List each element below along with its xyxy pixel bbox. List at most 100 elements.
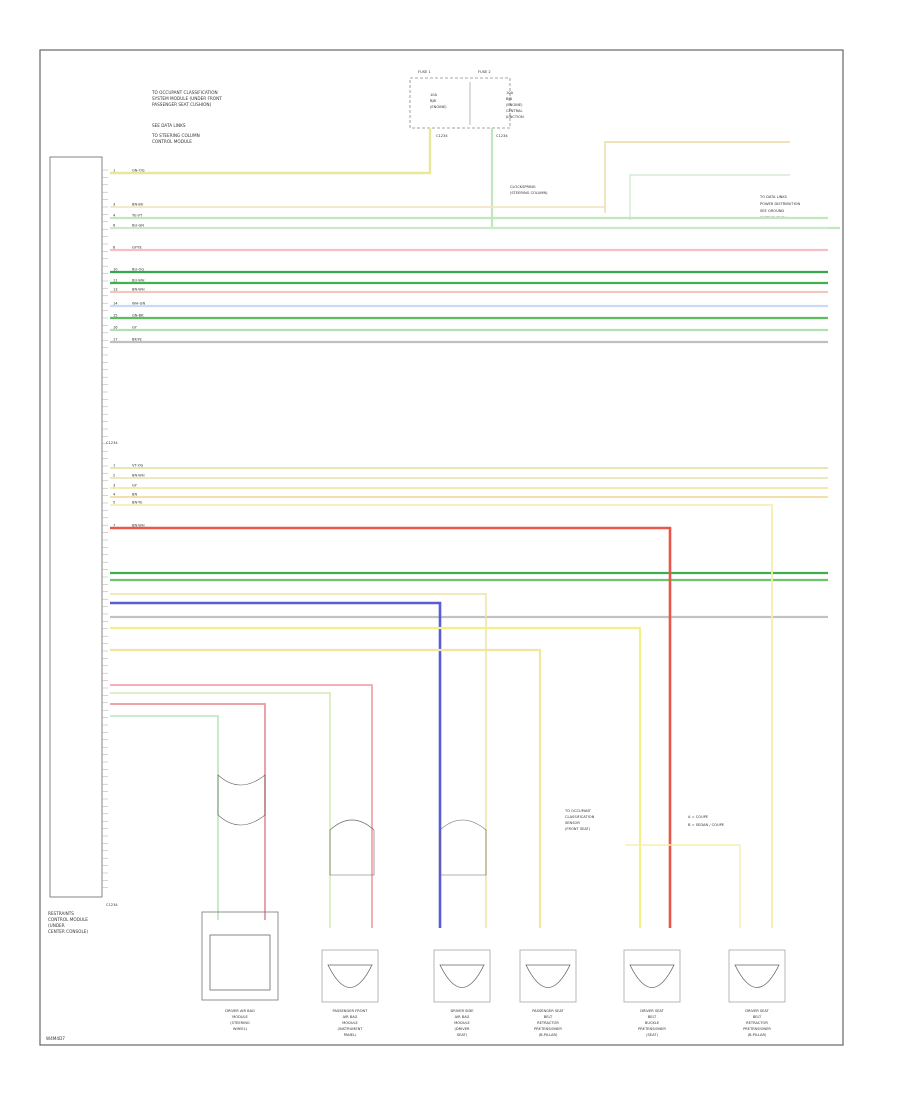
component-housing [433, 949, 491, 1003]
fuse-left-line: 10A [430, 93, 438, 97]
module-pin-ticks [102, 169, 108, 889]
component-label: DRIVER AIR BAG [225, 1009, 255, 1013]
right-side-label: POWER DISTRIBUTION [760, 202, 800, 206]
legend-line: B = SEDAN / COUPE [688, 823, 725, 827]
component-label: BUCKLE [645, 1021, 660, 1025]
wire-code-label: BN-WH [132, 288, 145, 292]
fuse-left-title: FUSE 1 [418, 70, 431, 74]
component-label: RETRACTOR [537, 1021, 559, 1025]
component-housing [321, 949, 379, 1003]
top-left-note: TO OCCUPANT CLASSIFICATION SYSTEM MODULE… [151, 90, 222, 144]
component-label: AIR BAG [343, 1015, 358, 1019]
note-line: CONTROL MODULE [152, 139, 192, 144]
component-c4: PASSENGER SEAT BELT RETRACTOR PRETENSIONER (… [519, 949, 577, 1037]
wire-pin-label: 16 [113, 326, 118, 330]
module-bottom-pin: C1234 [106, 903, 118, 907]
module-label-line: CENTER CONSOLE) [48, 929, 88, 934]
component-label: DRIVER SIDE [450, 1009, 474, 1013]
note-line: SYSTEM MODULE (UNDER FRONT [152, 96, 222, 101]
middle-note-line: CLASSIFICATION [565, 815, 595, 819]
component-label: BELT [648, 1015, 657, 1019]
component-label: MODULE [232, 1015, 248, 1019]
fuse-connector: C1234 [496, 134, 508, 138]
component-label: PASSENGER FRONT [333, 1009, 369, 1013]
wire-to-component [110, 684, 373, 928]
component-label: BELT [544, 1015, 553, 1019]
wire-pin-label: 11 [113, 279, 118, 283]
power-distribution-wire [604, 141, 790, 205]
wire-to-component [110, 504, 773, 928]
module-label-line: (UNDER [48, 923, 65, 928]
component-housing [201, 911, 279, 1001]
fuse-right-line: JUNCTION [505, 115, 524, 119]
component-body [629, 964, 675, 988]
component-body [734, 964, 780, 988]
note-line: TO OCCUPANT CLASSIFICATION [151, 90, 218, 95]
right-side-labels: TO DATA LINKS POWER DISTRIBUTION SEE GRO… [759, 195, 800, 220]
wire-pin-label: 15 [113, 314, 118, 318]
component-body [327, 964, 373, 988]
fuse-right-line: (ENGINE) [506, 103, 523, 107]
wire-code-label: BN-WH [132, 524, 145, 528]
wire-code-label: BU-OG [132, 268, 144, 272]
component-label: (STEERING [230, 1021, 250, 1025]
fuse-left-line: (ENGINE) [430, 105, 447, 109]
clockspring-coil [329, 819, 375, 876]
component-label: (INSTRUMENT [337, 1027, 363, 1031]
wire-pin-label: 8 [113, 246, 116, 250]
fuse-left-line: BJB [430, 99, 437, 103]
clockspring-coil [439, 819, 487, 876]
component-label: PANEL) [344, 1033, 357, 1037]
middle-note-line: TO OCCUPANT [564, 809, 592, 813]
component-housing [623, 949, 681, 1003]
wire-pin-label: 1 [113, 464, 115, 468]
component-label: DRIVER SEAT [745, 1009, 769, 1013]
wire-pin-label: 10 [113, 268, 118, 272]
wire-pin-label: 17 [113, 338, 118, 342]
component-label: RETRACTOR [746, 1021, 768, 1025]
wire-pin-label: 5 [113, 501, 115, 505]
wire-pin-label: 3 [113, 203, 115, 207]
wire-to-component [110, 601, 442, 928]
wire-code-label: WH-GN [132, 302, 145, 306]
fuse-block-outline [409, 77, 511, 129]
component-label: PRETENSIONER [743, 1027, 771, 1031]
clockspring-coil [217, 774, 266, 826]
component-housing [728, 949, 786, 1003]
note-line: PASSENGER SEAT CUSHION) [152, 102, 212, 107]
legend: A = COUPE B = SEDAN / COUPE [688, 815, 725, 827]
component-label: (DRIVER [455, 1027, 470, 1031]
component-label: PASSENGER SEAT [532, 1009, 564, 1013]
right-side-label: SEE GROUND [760, 209, 784, 213]
module-label: RESTRAINTS CONTROL MODULE (UNDER CENTER … [48, 911, 88, 934]
component-label: (B-PILLAR) [539, 1033, 558, 1037]
component-label: PRETENSIONER [534, 1027, 562, 1031]
component-inner [209, 934, 271, 991]
legend-line: A = COUPE [688, 815, 709, 819]
middle-note-line: SENSOR [565, 821, 580, 825]
note-line: SEE DATA LINKS [152, 123, 186, 128]
component-label: MODULE [454, 1021, 470, 1025]
component-housing [519, 949, 577, 1003]
figure-id: W4M4D7 [46, 1036, 65, 1041]
wire-pin-label: 3 [113, 484, 115, 488]
mid-connector-label: C1234 [106, 441, 118, 445]
wire-code-label: BN-YE [132, 501, 143, 505]
restraints-control-module [49, 156, 103, 898]
middle-note-line: (FRONT SEAT) [565, 827, 591, 831]
clockspring-label: CLOCKSPRING [510, 185, 536, 189]
component-label: BELT [753, 1015, 762, 1019]
wire-to-component [110, 703, 266, 920]
right-side-label: TO DATA LINKS [759, 195, 788, 199]
fuse-block: FUSE 1 10A BJB (ENGINE) FUSE 2 10A BJB (… [409, 70, 524, 138]
component-body [439, 964, 485, 988]
component-label: (B-PILLAR) [748, 1033, 767, 1037]
wire-to-component [110, 526, 672, 928]
wire-pin-label: 14 [113, 302, 118, 306]
wire-code-label: BN [132, 493, 137, 497]
component-label: PRETENSIONER [638, 1027, 666, 1031]
